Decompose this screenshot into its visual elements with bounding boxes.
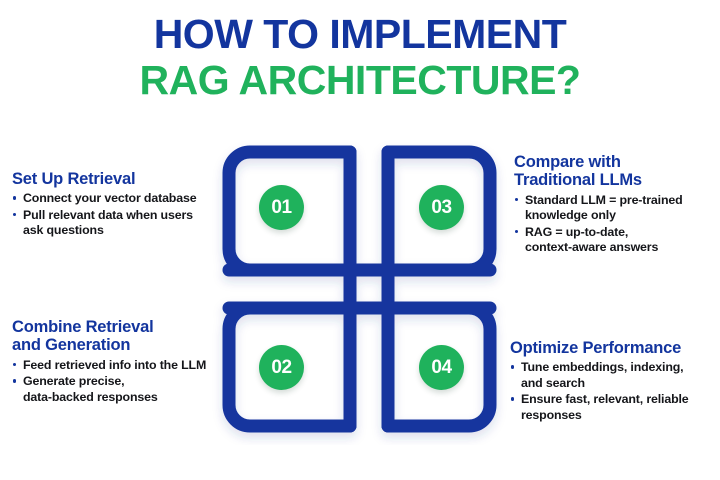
bullet-dot-icon — [13, 196, 17, 200]
bullet-text: Feed retrieved info into the LLM — [23, 357, 207, 372]
step-03-heading: Compare with Traditional LLMs — [514, 153, 714, 190]
page-title: HOW TO IMPLEMENT RAG ARCHITECTURE? — [0, 11, 720, 103]
list-item: Pull relevant data when users ask questi… — [12, 208, 224, 239]
bullet-text-line2: ask questions — [23, 223, 104, 238]
step-badge-02: 02 — [259, 345, 304, 390]
bullet-text: Pull relevant data when users — [23, 207, 193, 222]
bullet-text-line2: responses — [521, 407, 582, 422]
step-02-heading-line1: Combine Retrieval — [12, 318, 154, 336]
title-line-2: RAG ARCHITECTURE? — [139, 56, 581, 103]
step-block-04: Optimize Performance Tune embeddings, in… — [510, 339, 716, 424]
step-03-heading-line1: Compare with — [514, 153, 621, 171]
list-item: Standard LLM = pre-trained knowledge onl… — [514, 193, 714, 224]
list-item: Generate precise, data-backed responses — [12, 374, 224, 405]
bullet-text: Connect your vector database — [23, 191, 197, 206]
bullet-dot-icon — [511, 365, 515, 369]
step-04-heading: Optimize Performance — [510, 339, 682, 357]
bullet-text: RAG = up-to-date, — [525, 224, 629, 239]
step-block-01: Set Up Retrieval Connect your vector dat… — [12, 170, 224, 240]
bullet-dot-icon — [515, 197, 519, 202]
rag-architecture-diagram — [210, 133, 510, 445]
step-badge-01: 01 — [259, 185, 304, 230]
list-item: Ensure fast, relevant, reliable response… — [510, 392, 716, 423]
step-02-heading-line2: and Generation — [12, 336, 131, 355]
bullet-text: Ensure fast, relevant, reliable — [521, 392, 689, 407]
step-block-02: Combine Retrieval and Generation Feed re… — [12, 318, 224, 406]
bullet-dot-icon — [13, 379, 17, 383]
step-04-bullets: Tune embeddings, indexing, and search En… — [510, 360, 716, 423]
bullet-text: Generate precise, — [23, 374, 125, 389]
bullet-dot-icon — [515, 229, 519, 234]
step-02-heading: Combine Retrieval and Generation — [12, 318, 224, 355]
bullet-dot-icon — [13, 212, 17, 217]
bullet-dot-icon — [511, 397, 515, 401]
bullet-text-line2: and search — [521, 375, 585, 390]
bullet-text: Tune embeddings, indexing, — [521, 360, 684, 375]
bullet-text-line2: data-backed responses — [23, 389, 158, 404]
step-02-bullets: Feed retrieved info into the LLM Generat… — [12, 358, 224, 406]
step-block-03: Compare with Traditional LLMs Standard L… — [514, 153, 714, 257]
step-badge-04: 04 — [419, 345, 464, 390]
bullet-text: Standard LLM = pre-trained — [525, 192, 683, 207]
bullet-dot-icon — [13, 362, 17, 367]
bullet-text-line2: context-aware answers — [525, 240, 659, 255]
list-item: Tune embeddings, indexing, and search — [510, 360, 716, 391]
step-badge-03: 03 — [419, 185, 464, 230]
step-03-heading-line2: Traditional LLMs — [514, 171, 642, 190]
step-01-heading: Set Up Retrieval — [12, 170, 136, 188]
list-item: RAG = up-to-date, context-aware answers — [514, 225, 714, 256]
list-item: Feed retrieved info into the LLM — [12, 358, 224, 374]
bullet-text-line2: knowledge only — [525, 208, 616, 223]
list-item: Connect your vector database — [12, 191, 224, 207]
step-01-bullets: Connect your vector database Pull releva… — [12, 191, 224, 239]
step-03-bullets: Standard LLM = pre-trained knowledge onl… — [514, 193, 714, 256]
title-line-1: HOW TO IMPLEMENT — [153, 11, 567, 57]
